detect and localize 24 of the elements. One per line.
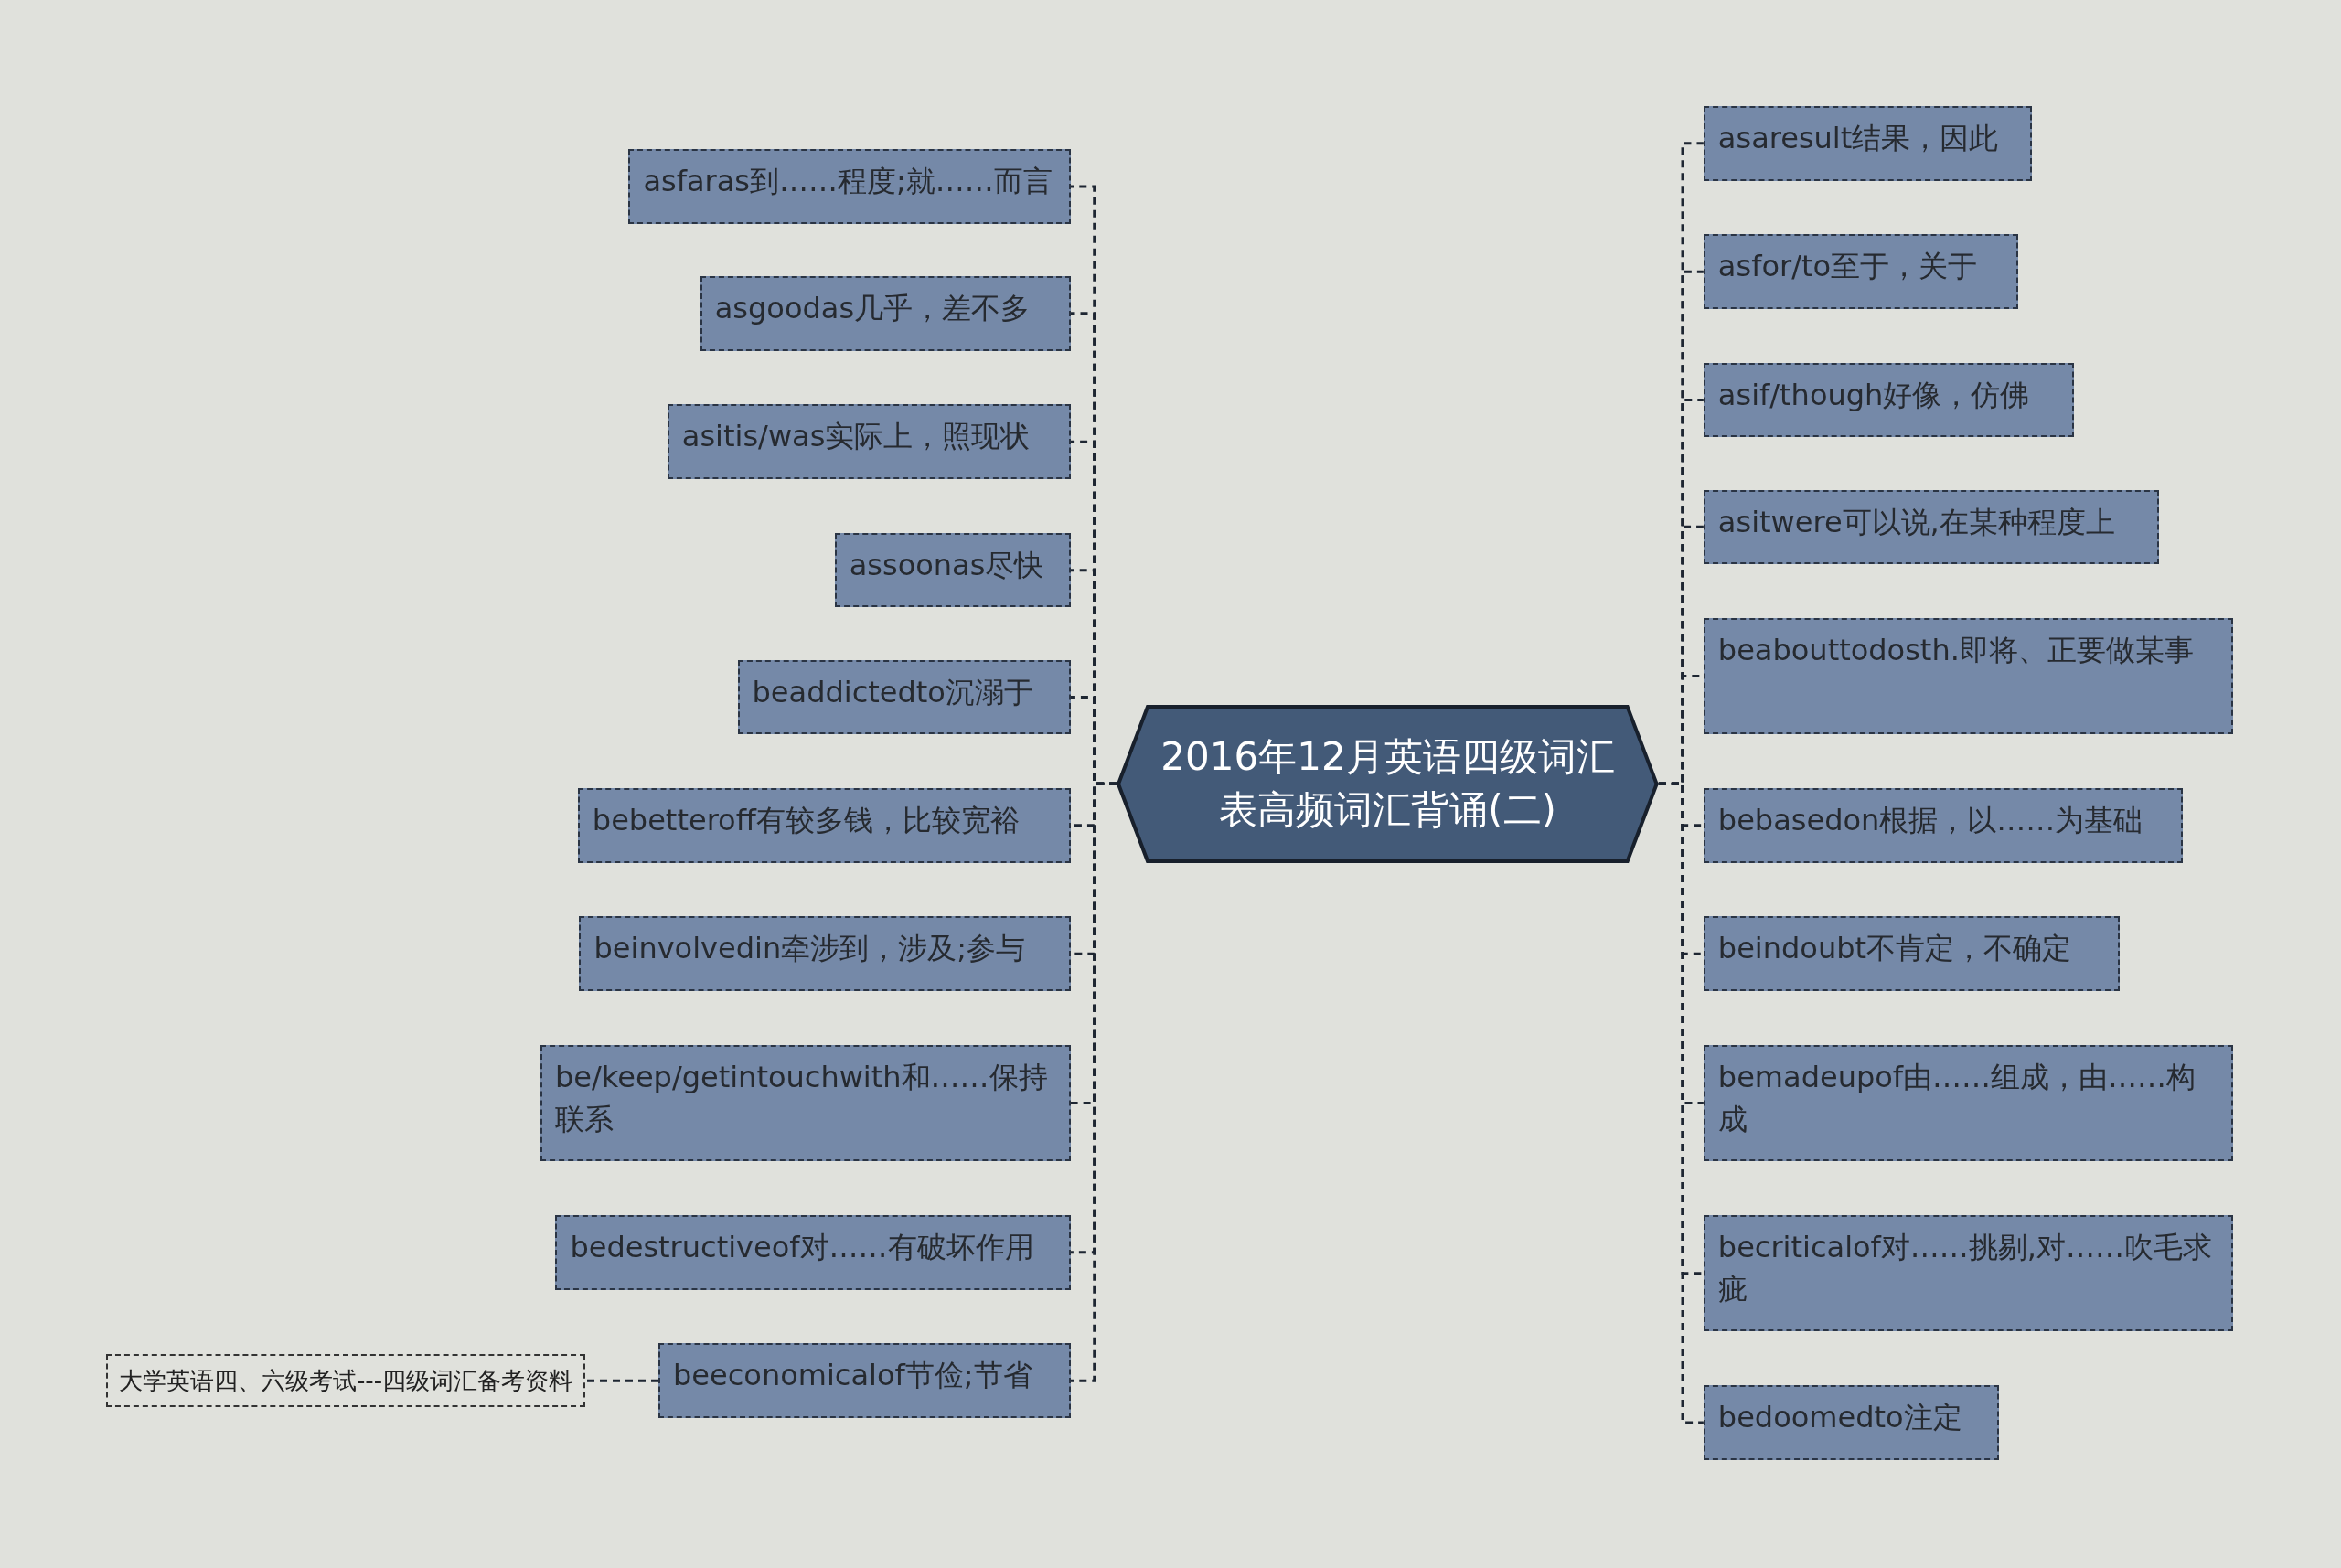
topic-box: bedoomedto注定 [1703, 1385, 2000, 1460]
topic-box: bedestructiveof对……有破坏作用 [555, 1214, 1071, 1290]
central-topic: 2016年12月英语四级词汇表高频词汇背诵(二) [1117, 704, 1659, 863]
topic-box: beeconomicalof节俭;节省 [658, 1343, 1071, 1418]
note-box: 大学英语四、六级考试---四级词汇备考资料 [105, 1354, 586, 1408]
connector-line [1658, 782, 1704, 1424]
topic-box: asfor/to至于，关于 [1703, 234, 2019, 309]
topic-box: asgoodas几乎，差不多 [700, 276, 1071, 351]
topic-box: asitis/was实际上，照现状 [667, 404, 1071, 480]
topic-box: asfaras到……程度;就……而言 [628, 149, 1071, 224]
topic-box: beinvolvedin牵涉到，涉及;参与 [579, 916, 1071, 992]
topic-box: bemadeupof由……组成，由……构成 [1703, 1044, 2234, 1162]
topic-box: becriticalof对……挑剔,对……吹毛求疵 [1703, 1214, 2234, 1332]
topic-box: be/keep/getintouchwith和……保持联系 [540, 1044, 1071, 1162]
topic-box: bebasedon根据，以……为基础 [1703, 788, 2183, 863]
topic-box: beabouttodosth.即将、正要做某事 [1703, 617, 2234, 735]
topic-box: asitwere可以说,在某种程度上 [1703, 489, 2159, 565]
topic-box: assoonas尽快 [834, 532, 1071, 608]
connector-line [585, 1379, 658, 1382]
topic-box: asif/though好像，仿佛 [1703, 362, 2074, 438]
topic-box: bebetteroff有较多钱，比较宽裕 [577, 788, 1071, 863]
topic-box: beindoubt不肯定，不确定 [1703, 916, 2121, 992]
topic-box: beaddictedto沉溺于 [737, 659, 1071, 735]
topic-box: asaresult结果，因此 [1703, 105, 2032, 181]
